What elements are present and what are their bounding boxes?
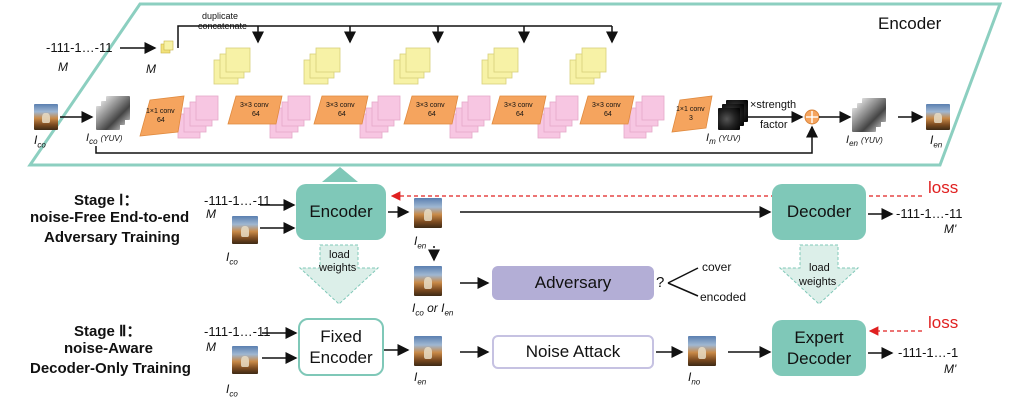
conv-3x3-2 [313, 95, 369, 125]
stage2-title-1: Stage Ⅱ： [74, 323, 142, 340]
adversary-input-label: Ico or Ien [412, 301, 454, 318]
conv-blocks [139, 95, 713, 137]
stage2-encoded-label: Ien [414, 370, 427, 387]
conv-3x3-3 [403, 95, 459, 125]
conv-1x1-last [671, 95, 713, 133]
stage2-message-symbol: M [206, 340, 216, 354]
load-weights-arrow-right [778, 244, 860, 305]
stage1-title-3: Adversary Training [44, 229, 180, 246]
ien-yuv-label: Ien (YUV) [846, 134, 883, 149]
stage1-encoder-box: Encoder [296, 184, 386, 240]
yellow-stacks [213, 47, 607, 85]
noised-image-label: Ino [688, 370, 701, 387]
conv-3x3-5 [579, 95, 635, 125]
stage1-title-1: Stage Ⅰ： [74, 192, 139, 209]
ien-yuv-stack-3 [852, 108, 876, 132]
stage2-output-symbol: M' [944, 362, 957, 376]
encoder-arrows [60, 111, 924, 154]
stage2-loss-label: loss [928, 313, 959, 332]
encoder-output-image [926, 104, 950, 130]
expert-decoder-line-1: Expert [794, 328, 844, 347]
conv-mid2-op: 3×3 conv [326, 102, 355, 109]
stage1-arrows [260, 199, 894, 297]
stage1-message-symbol: M [206, 207, 216, 221]
adversary-option-encoded: encoded [700, 290, 747, 304]
stage1-cover-label: Ico [226, 250, 238, 267]
stage2-encoded-image [414, 336, 442, 366]
stage1-encoded-label: Ien [414, 234, 427, 251]
fixed-encoder-line-1: Fixed [320, 327, 362, 346]
conv-first-op: 1×1 conv [146, 108, 175, 115]
conv-mid3-ch: 64 [428, 111, 436, 118]
conv-first-ch: 64 [157, 117, 165, 124]
adversary-box: Adversary [492, 266, 654, 300]
stage1-load-weights-left-1: load [329, 249, 350, 261]
load-weights-arrow-left [298, 244, 380, 305]
stage2-output-bits: -111-1…-1 [898, 345, 959, 360]
encoder-input-label: Ico [34, 133, 46, 150]
adversary-option-cover: cover [702, 260, 732, 274]
expert-decoder-box: Expert Decoder [772, 320, 866, 376]
stage1-cover-image [232, 216, 258, 244]
conv-mid4-ch: 64 [516, 111, 524, 118]
conv-mid2-ch: 64 [338, 111, 346, 118]
stage2-arrows [262, 327, 894, 364]
conv-mid1-op: 3×3 conv [240, 102, 269, 109]
conv-mid3-op: 3×3 conv [416, 102, 445, 109]
stage2-cover-label: Ico [226, 382, 238, 399]
stage2-title-2: noise-Aware [64, 340, 153, 357]
cube-message-symbol: M [146, 62, 156, 76]
fixed-encoder-line-2: Encoder [309, 348, 373, 367]
concatenate-label: concatenate [198, 21, 248, 31]
conv-last-ch: 3 [689, 115, 693, 122]
conv-1x1-first [139, 95, 185, 137]
conv-mid5-ch: 64 [604, 111, 612, 118]
stage1-message-bits: -111-1…-11 [204, 193, 271, 208]
adversary-input-image [414, 266, 442, 296]
encoder-title: Encoder [878, 14, 942, 33]
add-node [804, 109, 820, 125]
stage2-message-bits: -111-1…-11 [204, 324, 271, 339]
yuv-stack-3 [96, 106, 120, 130]
conv-mid4-op: 3×3 conv [504, 102, 533, 109]
encoder-input-image [34, 104, 58, 130]
im-residual-stack-3 [718, 108, 740, 130]
encoder-message-bits: -111-1…-11 [46, 40, 113, 55]
stage1-load-weights-right-1: load [809, 262, 830, 274]
conv-last-op: 1×1 conv [676, 106, 705, 113]
concat-bus [177, 25, 618, 48]
encoder-output-label: Ien [930, 133, 943, 150]
pink-stacks [177, 95, 665, 139]
expert-decoder-line-2: Decoder [786, 349, 852, 368]
stage1-load-weights-left-2: weights [319, 262, 357, 274]
stage1-title-2: noise-Free End-to-end [30, 209, 190, 226]
encoder-message-symbol: M [58, 60, 68, 74]
strength-label-1: ×strength [750, 99, 797, 111]
stage1-output-bits: -111-1…-11 [896, 206, 963, 221]
encoder-notch [322, 167, 358, 182]
duplicate-label: duplicate [202, 11, 239, 21]
stage2-fixed-encoder-box: Fixed Encoder [298, 318, 384, 376]
stage1-decoder-box: Decoder [772, 184, 866, 240]
conv-mid1-ch: 64 [252, 111, 260, 118]
strength-label-2: factor [760, 119, 788, 131]
stage2-title-3: Decoder-Only Training [30, 360, 191, 377]
im-label: Im (YUV) [706, 132, 741, 147]
conv-3x3-1 [227, 95, 283, 125]
noise-attack-box: Noise Attack [492, 335, 654, 369]
stage1-output-symbol: M' [944, 222, 957, 236]
adversary-question: ? [656, 274, 665, 291]
conv-3x3-4 [491, 95, 547, 125]
stage1-loss-label: loss [928, 178, 959, 197]
conv-mid5-op: 3×3 conv [592, 102, 621, 109]
stage2-cover-image [232, 346, 258, 374]
stage1-encoded-image [414, 198, 442, 228]
message-cube [160, 40, 174, 54]
yuv-input-label: Ico (YUV) [86, 132, 123, 147]
stage1-load-weights-right-2: weights [799, 276, 837, 288]
noised-image [688, 336, 716, 366]
